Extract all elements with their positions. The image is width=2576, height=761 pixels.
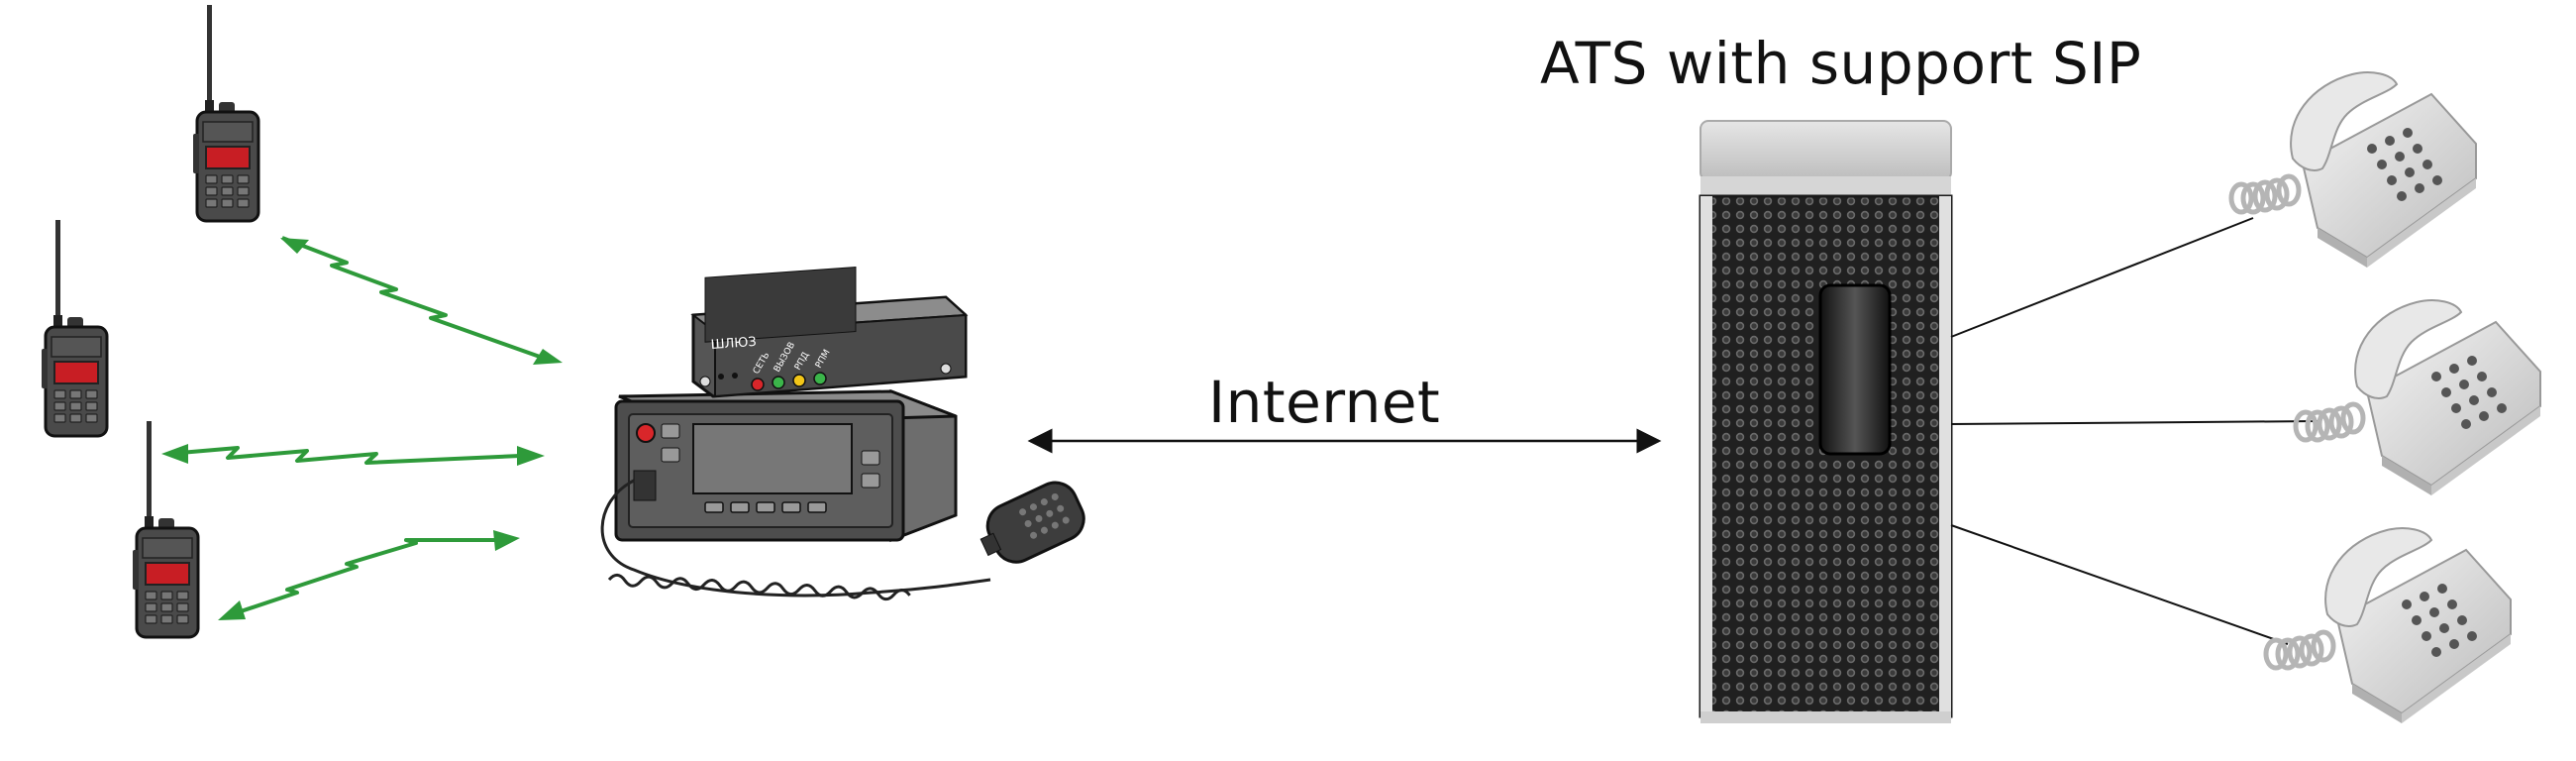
led-green-1 (772, 376, 785, 389)
ats-server-icon (1699, 120, 1953, 723)
led-green-2 (813, 372, 827, 385)
desk-phone-icon (2266, 528, 2511, 723)
internet-label: Internet (1208, 369, 1441, 436)
led-yellow (792, 374, 806, 387)
handheld-radio-2 (40, 218, 109, 438)
desk-phone-1 (2231, 72, 2476, 268)
desk-phone-3 (2266, 528, 2511, 723)
desk-phone-icon (2296, 300, 2540, 495)
desk-phone-2 (2296, 300, 2540, 495)
radio-link-2 (161, 444, 545, 466)
radio-gateway-base: ШЛЮЗ СЕТЬ ВЫЗОВ РПД РПМ (600, 267, 1085, 601)
handheld-radio-1 (191, 3, 260, 223)
desk-phone-icon (2231, 72, 2476, 268)
phone-line-3 (1950, 524, 2289, 645)
gateway-name: ШЛЮЗ (710, 335, 757, 353)
walkie-talkie-icon (40, 218, 109, 438)
radio-link-1 (280, 236, 563, 365)
phone-lines (1950, 217, 2318, 645)
led-red (751, 378, 765, 391)
phone-line-2 (1950, 420, 2318, 425)
ats-title: ATS with support SIP (1540, 30, 2142, 97)
walkie-talkie-icon (191, 3, 260, 223)
radio-link-3 (218, 530, 520, 620)
radio-links (161, 236, 563, 620)
phone-line-1 (1950, 217, 2254, 338)
handheld-mic-icon (979, 481, 1085, 564)
